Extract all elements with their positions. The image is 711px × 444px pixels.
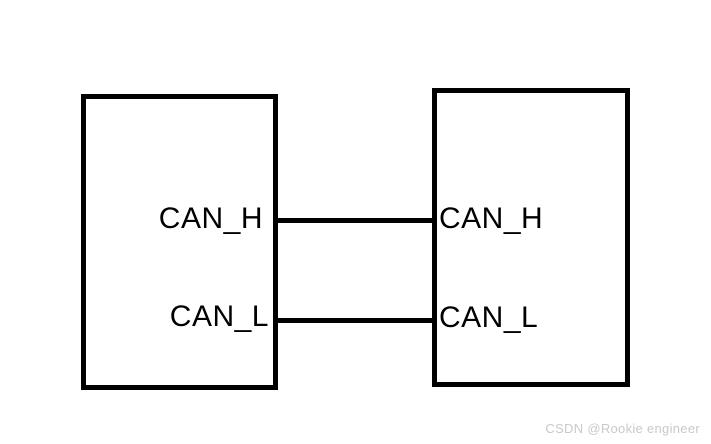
left-node-can-h-label: CAN_H	[158, 202, 263, 235]
can-node-left: CAN_H CAN_L	[81, 94, 278, 390]
right-node-can-h-label: CAN_H	[439, 202, 544, 235]
can-node-right: CAN_H CAN_L	[432, 88, 630, 387]
can-h-wire	[278, 218, 432, 223]
can-l-wire	[278, 318, 432, 323]
left-node-can-l-label: CAN_L	[169, 300, 269, 333]
watermark: CSDN @Rookie engineer	[545, 421, 700, 436]
right-node-can-l-label: CAN_L	[439, 301, 539, 334]
